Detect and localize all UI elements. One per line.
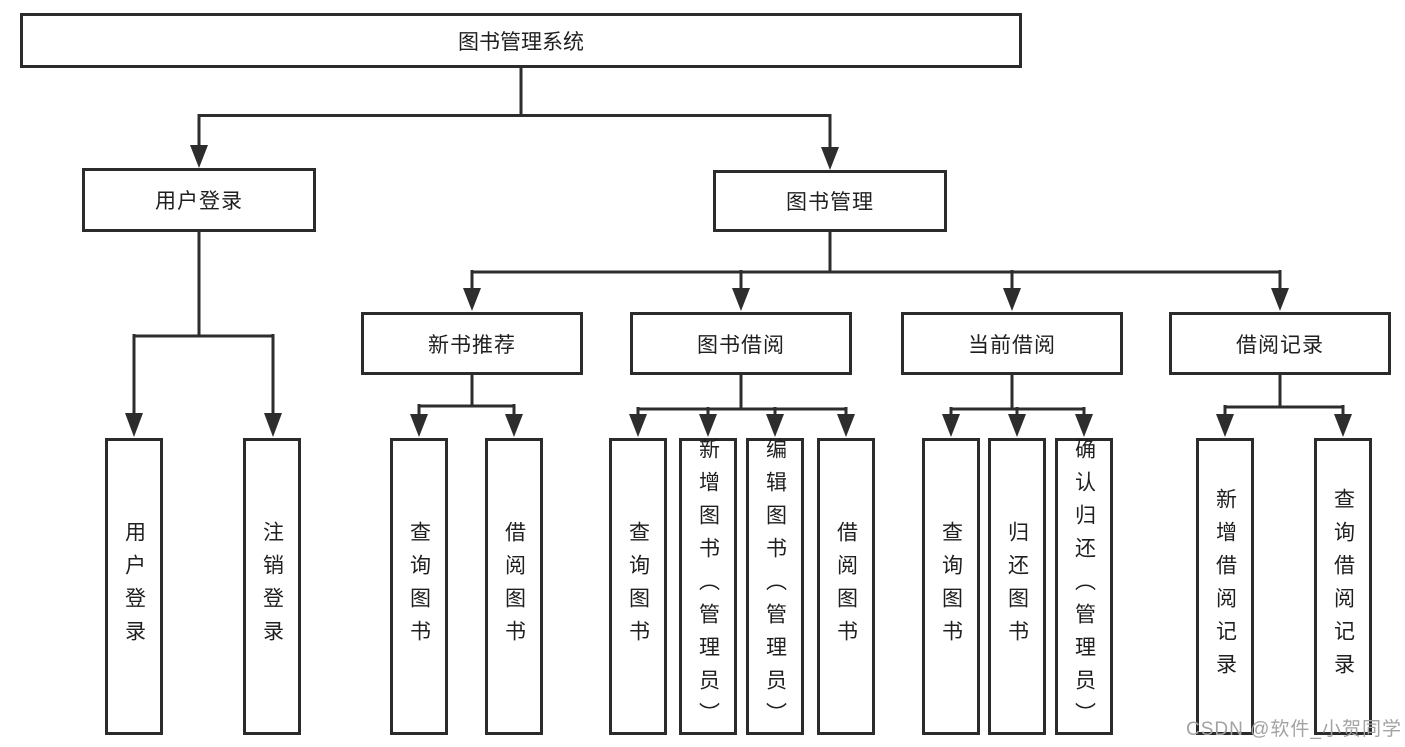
leaf-logout: 注销登录 xyxy=(243,438,301,735)
node-label: 注销登录 xyxy=(260,520,284,653)
arrow-down-icon xyxy=(837,414,855,437)
node-label: 新书推荐 xyxy=(428,333,516,357)
leaf-return-books: 归还图书 xyxy=(988,438,1046,735)
arrow-down-icon xyxy=(732,288,750,311)
arrow-down-icon xyxy=(125,413,143,437)
arrow-down-icon xyxy=(1334,414,1352,437)
leaf-borrow-books-recommend: 借阅图书 xyxy=(485,438,543,735)
leaf-query-books-recommend: 查询图书 xyxy=(390,438,448,735)
node-label: 新增借阅记录 xyxy=(1213,487,1237,686)
leaf-borrow-books-borrowing: 借阅图书 xyxy=(817,438,875,735)
node-new-book-recommend: 新书推荐 xyxy=(361,312,583,375)
arrow-down-icon xyxy=(1271,288,1289,311)
node-current-borrowing: 当前借阅 xyxy=(901,312,1123,375)
node-book-management: 图书管理 xyxy=(713,170,947,232)
arrow-down-icon xyxy=(1003,288,1021,311)
connector-root-to-children xyxy=(190,68,839,170)
leaf-add-borrow-record: 新增借阅记录 xyxy=(1196,438,1254,735)
connector-current-borrowing-to-children xyxy=(942,375,1093,437)
leaf-query-borrow-record: 查询借阅记录 xyxy=(1314,438,1372,735)
connector-user-login-to-children xyxy=(125,232,282,437)
node-label: 借阅记录 xyxy=(1236,333,1324,357)
leaf-add-books-admin: 新增图书（管理员） xyxy=(679,438,737,735)
arrow-down-icon xyxy=(410,414,428,437)
node-label: 新增图书（管理员） xyxy=(696,438,720,735)
connector-borrowing-records-to-children xyxy=(1216,375,1352,437)
arrow-down-icon xyxy=(1008,414,1026,437)
arrow-down-icon xyxy=(463,288,481,311)
node-library-management-system: 图书管理系统 xyxy=(20,13,1022,68)
csdn-watermark: CSDN @软件_小贺同学 xyxy=(1186,719,1402,740)
arrow-down-icon xyxy=(505,414,523,437)
arrow-down-icon xyxy=(1216,414,1234,437)
connector-book-management-to-children xyxy=(463,232,1289,311)
node-label: 图书管理 xyxy=(786,191,874,214)
arrow-down-icon xyxy=(699,414,717,437)
leaf-query-books-borrowing: 查询图书 xyxy=(609,438,667,735)
arrow-down-icon xyxy=(190,145,208,168)
arrow-down-icon xyxy=(942,414,960,437)
node-label: 编辑图书（管理员） xyxy=(763,438,787,735)
connector-book-borrowing-to-children xyxy=(629,375,855,437)
leaf-edit-books-admin: 编辑图书（管理员） xyxy=(746,438,804,735)
connector-new-book-recommend-to-children xyxy=(410,375,523,437)
leaf-query-books-current: 查询图书 xyxy=(922,438,980,735)
leaf-confirm-return-admin: 确认归还（管理员） xyxy=(1055,438,1113,735)
arrow-down-icon xyxy=(264,413,282,437)
node-label: 查询借阅记录 xyxy=(1331,487,1355,686)
node-label: 图书借阅 xyxy=(697,333,785,357)
node-label: 确认归还（管理员） xyxy=(1072,438,1096,735)
node-label: 查询图书 xyxy=(626,520,650,653)
node-label: 查询图书 xyxy=(939,520,963,653)
node-label: 图书管理系统 xyxy=(458,30,584,54)
arrow-down-icon xyxy=(821,147,839,170)
arrow-down-icon xyxy=(1075,414,1093,437)
node-borrowing-records: 借阅记录 xyxy=(1169,312,1391,375)
node-label: 借阅图书 xyxy=(834,520,858,653)
node-label: 归还图书 xyxy=(1005,520,1029,653)
node-label: 用户登录 xyxy=(155,190,243,213)
node-label: 借阅图书 xyxy=(502,520,526,653)
node-label: 用户登录 xyxy=(122,520,146,653)
node-label: 当前借阅 xyxy=(968,333,1056,357)
leaf-user-login: 用户登录 xyxy=(105,438,163,735)
node-user-login: 用户登录 xyxy=(82,168,316,232)
node-book-borrowing: 图书借阅 xyxy=(630,312,852,375)
arrow-down-icon xyxy=(629,414,647,437)
arrow-down-icon xyxy=(766,414,784,437)
node-label: 查询图书 xyxy=(407,520,431,653)
